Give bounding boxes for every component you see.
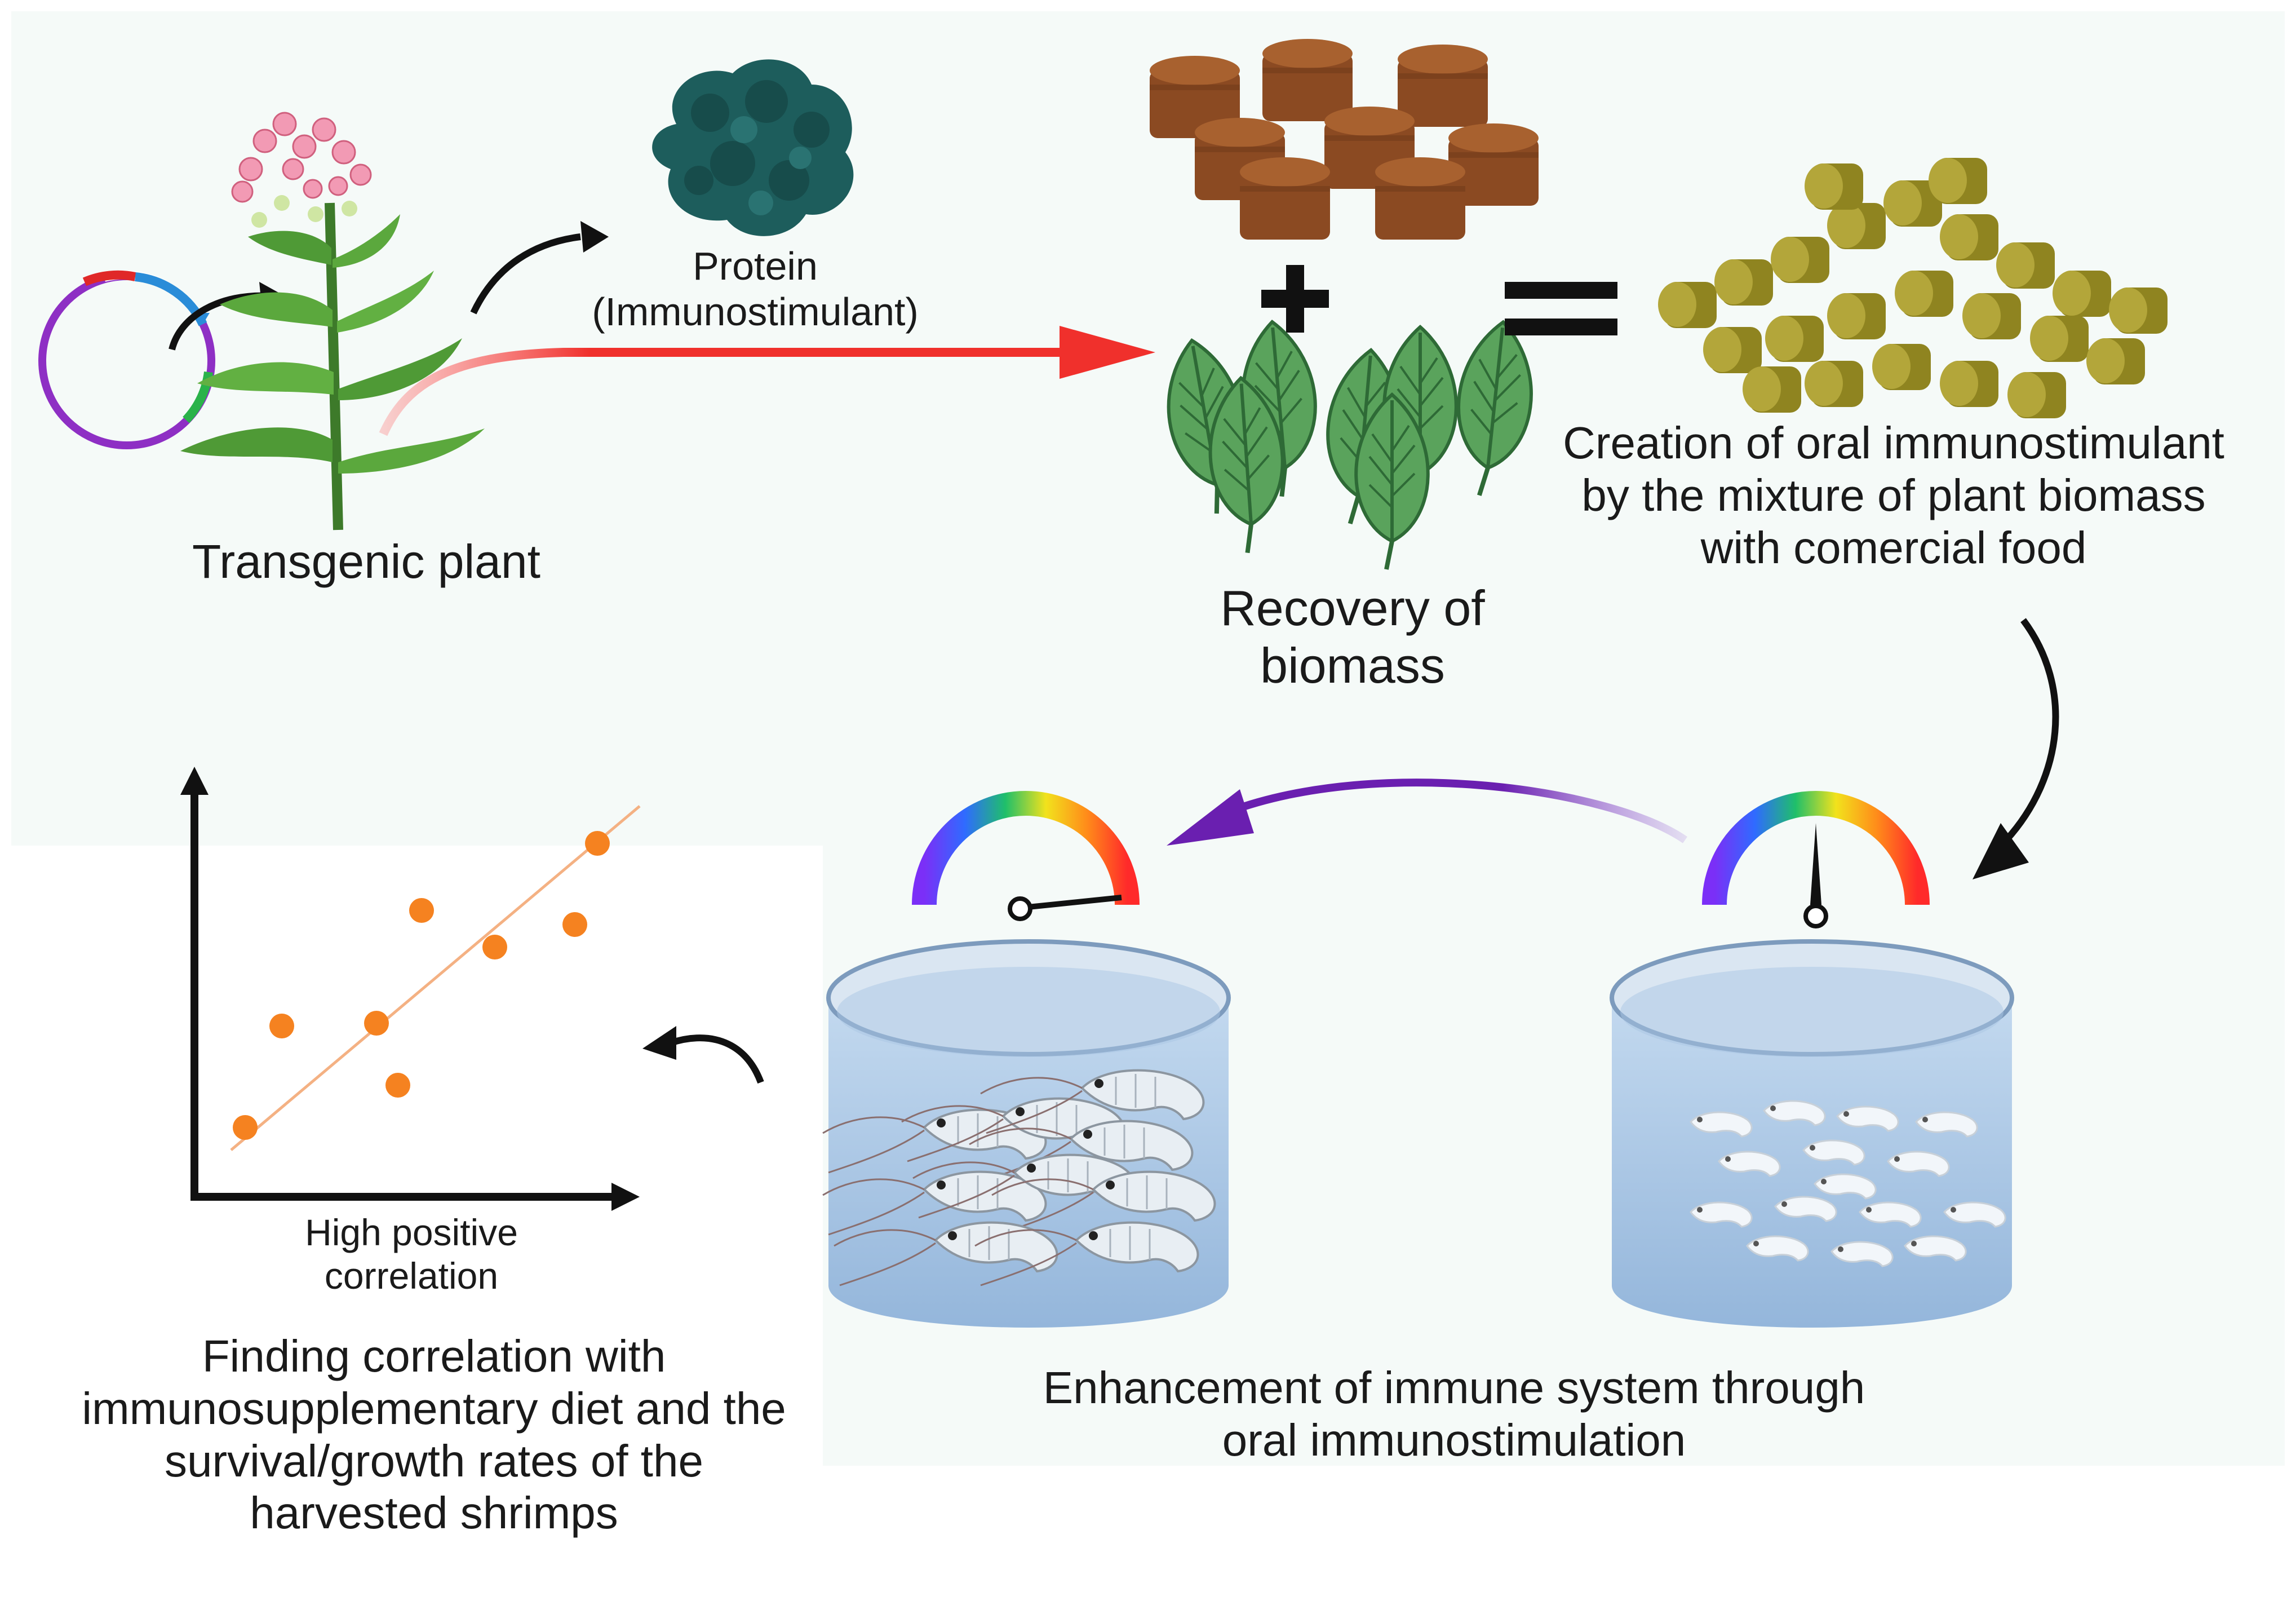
label-protein: Protein (Immunostimulant) xyxy=(592,244,919,334)
scatter-point xyxy=(269,1014,294,1038)
arrow-plant-to-protein xyxy=(470,233,581,315)
scatter-point xyxy=(364,1011,389,1036)
scatter-point xyxy=(409,898,434,923)
scatter-point xyxy=(562,912,587,937)
tank-icon xyxy=(1610,939,2014,1328)
arrow-plant-to-biomass-head xyxy=(1060,326,1155,379)
arrow-pellets-to-tank xyxy=(2004,618,2059,843)
olive-pellets-icon xyxy=(1658,158,2168,418)
tobacco-plant-icon xyxy=(180,112,485,530)
plus-icon xyxy=(1261,265,1329,333)
label-enhancement-immune-system: Enhancement of immune system through ora… xyxy=(1043,1363,1865,1465)
arrow-tank-to-plot-head xyxy=(642,1026,676,1060)
label-transgenic-plant: Transgenic plant xyxy=(192,535,540,588)
arrow-tank-to-tank xyxy=(1227,779,1687,843)
arrow-tank-to-tank-head xyxy=(1167,789,1254,846)
label-high-positive-correlation: High positive correlation xyxy=(305,1211,518,1297)
label-finding-correlation: Finding correlation with immunosupplemen… xyxy=(82,1331,786,1538)
equals-icon xyxy=(1505,282,1617,335)
plasmid-icon xyxy=(38,270,215,449)
scatter-x-axis-head xyxy=(611,1183,640,1211)
brown-pellets-icon xyxy=(1150,39,1539,240)
label-oral-immunostimulant-creation: Creation of oral immunostimulant by the … xyxy=(1563,418,2224,573)
scatter-point xyxy=(385,1073,410,1098)
scatter-point xyxy=(482,935,507,959)
protein-blob-icon xyxy=(652,59,854,236)
arrow-tank-to-plot xyxy=(670,1034,764,1084)
arrow-plant-to-protein-head xyxy=(580,221,609,253)
arrow-pellets-to-tank-head xyxy=(1973,823,2029,879)
scatter-y-axis-head xyxy=(180,767,209,795)
scatter-point xyxy=(233,1115,258,1140)
leaves-icon xyxy=(1156,319,1539,569)
gauge-icon xyxy=(912,791,1140,921)
tank-icon xyxy=(822,939,1231,1328)
gauge-icon xyxy=(1702,791,1930,928)
scatter-plot-icon xyxy=(180,767,641,1211)
arrow-plant-to-biomass xyxy=(379,348,1071,436)
label-recovery-of-biomass: Recovery of biomass xyxy=(1220,580,1485,694)
trend-line xyxy=(230,805,641,1151)
scatter-point xyxy=(585,831,610,856)
